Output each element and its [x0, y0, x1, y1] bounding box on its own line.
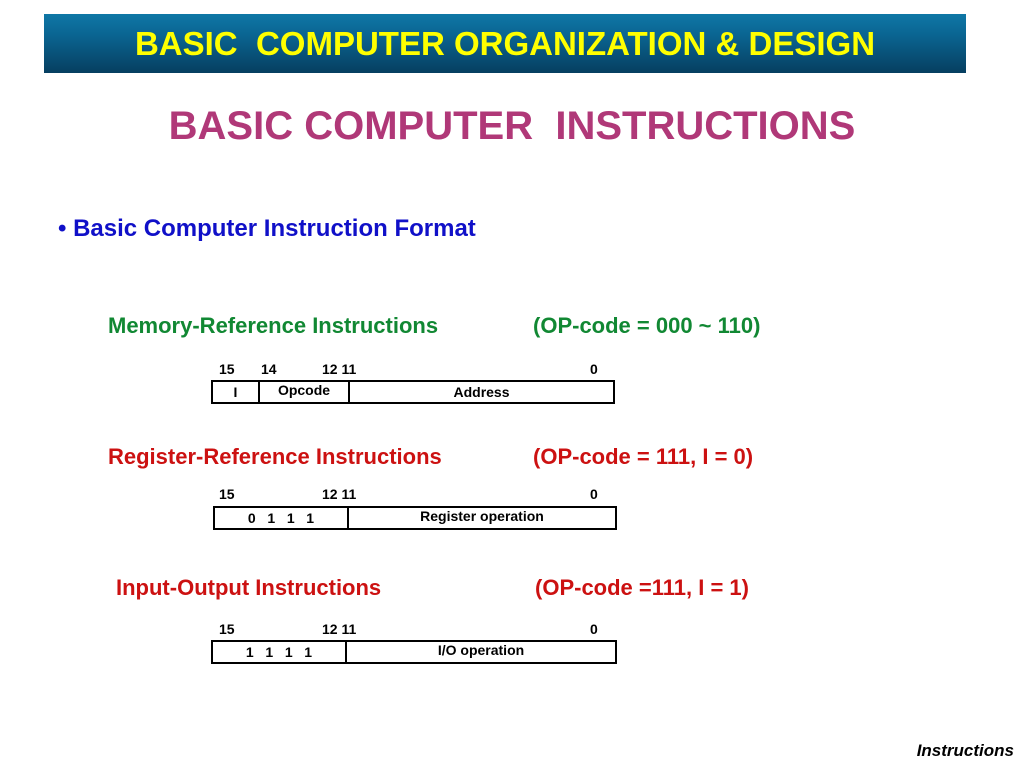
slide-title: BASIC COMPUTER INSTRUCTIONS: [168, 104, 856, 148]
footer-section-label: Instructions: [916, 741, 1014, 760]
register-reference-heading: Register-Reference Instructions: [108, 444, 442, 469]
memory-field-indirect: I: [213, 382, 260, 402]
register-reference-opcode-note: (OP-code = 111, I = 0): [533, 444, 754, 469]
register-bit-label-12-11: 12 11: [322, 486, 357, 502]
memory-bit-label-14: 14: [261, 361, 277, 377]
register-bit-label-15: 15: [219, 486, 235, 502]
register-field-operation: Register operation: [420, 508, 544, 524]
io-bit-label-12-11: 12 11: [322, 621, 357, 637]
memory-bit-label-15: 15: [219, 361, 235, 377]
memory-bit-label-12-11: 12 11: [322, 361, 357, 377]
input-output-format-box: 1 1 1 1 I/O operation: [211, 640, 617, 664]
memory-field-opcode: Opcode: [260, 382, 350, 402]
io-field-operation: I/O operation: [437, 642, 525, 658]
register-reference-format-box: 0 1 1 1 Register operation: [213, 506, 617, 530]
input-output-opcode-note: (OP-code =111, I = 1): [535, 575, 749, 600]
io-field-opcode-bits: 1 1 1 1: [213, 642, 347, 662]
input-output-heading: Input-Output Instructions: [116, 575, 382, 600]
memory-field-address: Address: [453, 384, 510, 400]
memory-reference-format-box: I Opcode Address: [211, 380, 615, 404]
memory-reference-heading: Memory-Reference Instructions: [108, 313, 439, 338]
io-bit-label-0: 0: [590, 621, 598, 637]
register-field-opcode-bits: 0 1 1 1: [215, 508, 349, 528]
bullet-instruction-format: • Basic Computer Instruction Format: [58, 215, 476, 242]
banner-title: BASIC COMPUTER ORGANIZATION & DESIGN: [134, 24, 876, 62]
register-bit-label-0: 0: [590, 486, 598, 502]
io-bit-label-15: 15: [219, 621, 235, 637]
memory-reference-opcode-note: (OP-code = 000 ~ 110): [533, 313, 761, 338]
header-banner: BASIC COMPUTER ORGANIZATION & DESIGN: [44, 14, 966, 73]
memory-bit-label-0: 0: [590, 361, 598, 377]
